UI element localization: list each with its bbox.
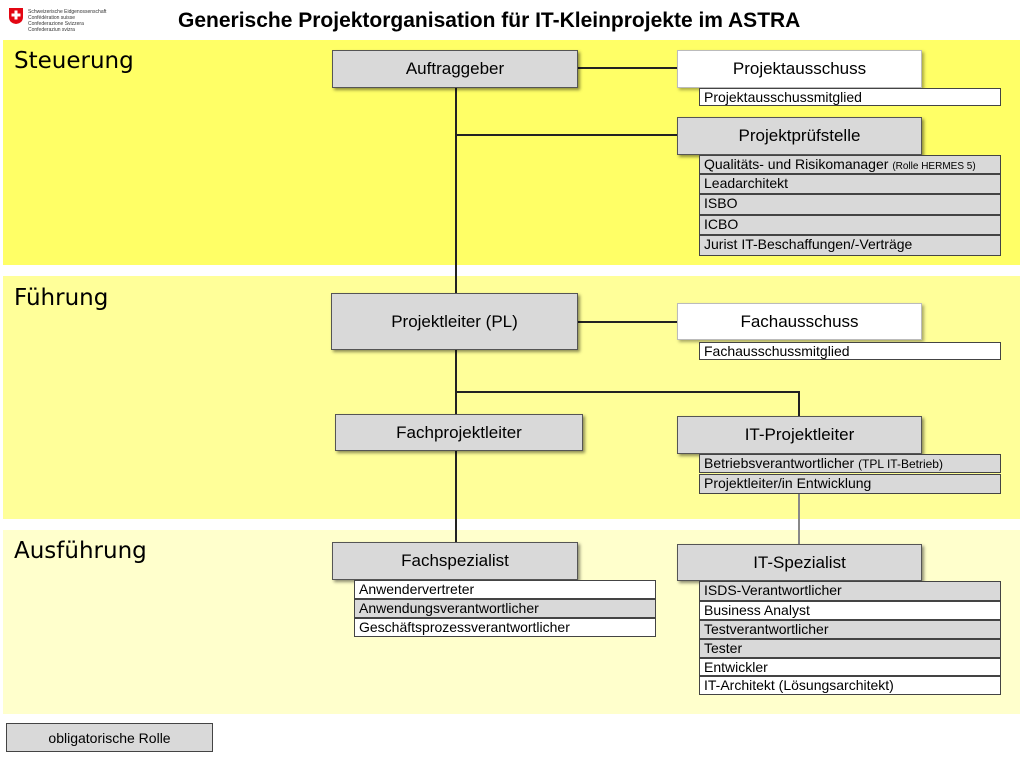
- connector-branch: [456, 391, 799, 393]
- swiss-cross-icon: [9, 8, 23, 24]
- legend-obligatory-role: obligatorische Rolle: [6, 723, 213, 752]
- role-fachprojektleiter: Fachprojektleiter: [335, 414, 583, 451]
- fachausschuss-member: Fachausschussmitglied: [699, 342, 1001, 360]
- band-label-ausfuehrung: Ausführung: [14, 538, 147, 564]
- it-spezialist-row-testverantwortlicher: Testverantwortlicher: [699, 620, 1001, 639]
- role-projektleiter: Projektleiter (PL): [331, 293, 578, 350]
- connector-to-projektausschuss: [578, 67, 678, 69]
- it-spezialist-row-isds: ISDS-Verantwortlicher: [699, 581, 1001, 601]
- connector-to-projektpruefstelle: [456, 134, 678, 136]
- pruefstelle-row-isbo: ISBO: [699, 194, 1001, 215]
- role-projektpruefstelle: Projektprüfstelle: [677, 117, 922, 155]
- it-projektleiter-row-entwicklung: Projektleiter/in Entwicklung: [699, 474, 1001, 494]
- it-spezialist-row-it-architekt: IT-Architekt (Lösungsarchitekt): [699, 676, 1001, 695]
- fachspezialist-row-anwendervertreter: Anwendervertreter: [354, 580, 656, 599]
- it-projektleiter-row-betrieb-label: Betriebsverantwortlicher: [704, 455, 855, 471]
- it-spezialist-row-entwickler: Entwickler: [699, 658, 1001, 676]
- pruefstelle-row-icbo: ICBO: [699, 215, 1001, 235]
- pruefstelle-row-qualitaet-label: Qualitäts- und Risikomanager: [704, 156, 889, 172]
- band-label-steuerung: Steuerung: [14, 48, 134, 74]
- connector-auftraggeber-down: [455, 88, 457, 294]
- connector-to-it-projektleiter: [798, 391, 800, 416]
- pruefstelle-row-jurist: Jurist IT-Beschaffungen/-Verträge: [699, 235, 1001, 256]
- role-auftraggeber: Auftraggeber: [332, 50, 578, 88]
- pruefstelle-row-leadarchitekt: Leadarchitekt: [699, 174, 1001, 194]
- connector-pl-down: [455, 350, 457, 414]
- fachspezialist-row-anwendungsverantwortlicher: Anwendungsverantwortlicher: [354, 599, 656, 618]
- it-projektleiter-row-betrieb: Betriebsverantwortlicher (TPL IT-Betrieb…: [699, 454, 1001, 473]
- it-projektleiter-row-betrieb-note: (TPL IT-Betrieb): [858, 457, 943, 471]
- pruefstelle-row-qualitaet-note: (Rolle HERMES 5): [892, 161, 976, 172]
- pruefstelle-row-qualitaet: Qualitäts- und Risikomanager (Rolle HERM…: [699, 155, 1001, 174]
- fachspezialist-row-geschaeftsprozess: Geschäftsprozessverantwortlicher: [354, 618, 656, 637]
- role-fachausschuss: Fachausschuss: [677, 303, 922, 340]
- role-projektausschuss: Projektausschuss: [677, 50, 922, 88]
- projektausschuss-member: Projektausschussmitglied: [699, 88, 1001, 106]
- connector-to-fachausschuss: [578, 321, 678, 323]
- connector-fachprojektleiter-down: [455, 451, 457, 542]
- role-fachspezialist: Fachspezialist: [332, 542, 578, 580]
- band-label-fuehrung: Führung: [14, 285, 109, 311]
- logo-wordmark: Schweizerische Eidgenossenschaft Confédé…: [28, 9, 107, 33]
- it-spezialist-row-business-analyst: Business Analyst: [699, 601, 1001, 620]
- it-spezialist-row-tester: Tester: [699, 639, 1001, 658]
- connector-it-projektleiter-down: [798, 494, 800, 544]
- swiss-logo: Schweizerische Eidgenossenschaft Confédé…: [4, 4, 144, 36]
- role-it-projektleiter: IT-Projektleiter: [677, 416, 922, 454]
- page-title: Generische Projektorganisation für IT-Kl…: [178, 9, 801, 32]
- role-it-spezialist: IT-Spezialist: [677, 544, 922, 581]
